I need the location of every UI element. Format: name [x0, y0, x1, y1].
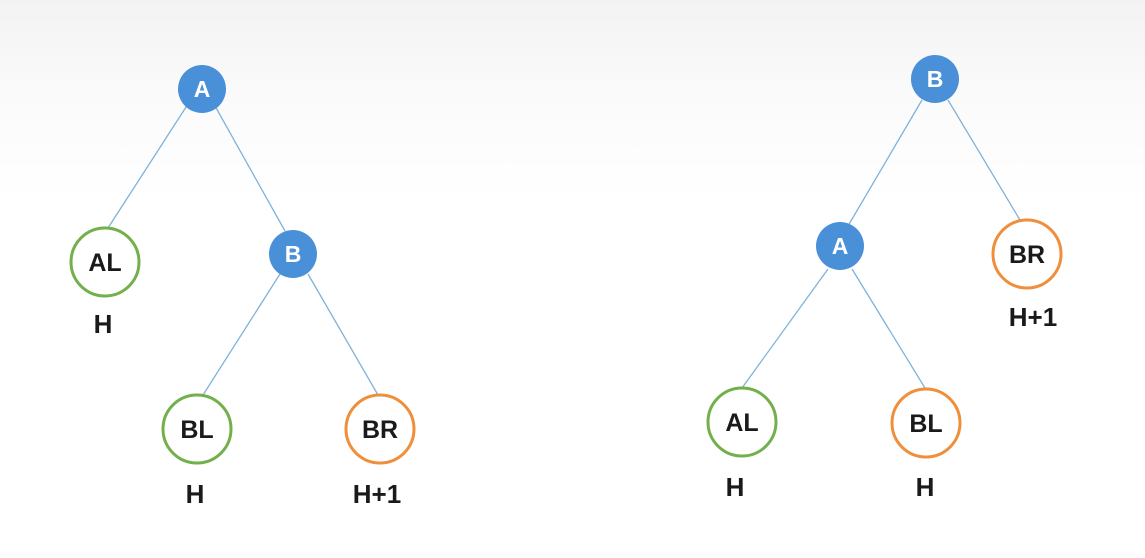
right-tree: B A BR H+1 AL H BL H	[706, 55, 1063, 502]
left-tree: A AL H B BL H BR H+1	[69, 65, 416, 509]
left-node-a-circle	[178, 65, 226, 113]
right-node-al-label: AL	[725, 409, 758, 437]
left-node-br: BR H+1	[344, 393, 416, 509]
right-node-b-label: B	[927, 66, 944, 92]
right-edge-b-a	[847, 99, 923, 227]
left-node-a: A	[178, 65, 226, 113]
right-node-al: AL H	[706, 386, 778, 502]
left-node-br-height: H+1	[353, 479, 401, 509]
right-node-b: B	[911, 55, 959, 103]
right-edge-a-bl	[851, 268, 926, 389]
left-node-al-height: H	[94, 309, 113, 339]
right-node-bl-label: BL	[909, 410, 942, 438]
right-node-al-height: H	[726, 472, 745, 502]
right-node-bl: BL H	[890, 387, 962, 502]
right-edge-b-br	[947, 99, 1021, 221]
left-edge-b-bl	[202, 273, 281, 396]
left-node-bl: BL H	[161, 393, 233, 509]
left-node-a-label: A	[194, 76, 211, 102]
left-node-bl-circle	[161, 393, 233, 465]
left-node-br-label: BR	[362, 416, 398, 444]
right-node-a-circle	[816, 222, 864, 270]
left-node-br-circle	[344, 393, 416, 465]
left-node-al: AL H	[69, 226, 141, 339]
right-node-al-circle	[706, 386, 778, 458]
right-node-a: A	[816, 222, 864, 270]
right-edge-a-al	[741, 268, 829, 389]
left-node-b-circle	[269, 230, 317, 278]
right-node-br: BR H+1	[991, 218, 1063, 332]
right-node-bl-height: H	[916, 472, 935, 502]
left-node-al-label: AL	[88, 249, 121, 277]
left-node-bl-height: H	[186, 479, 205, 509]
right-node-br-height: H+1	[1009, 302, 1057, 332]
left-node-al-circle	[69, 226, 141, 298]
right-node-a-label: A	[832, 233, 849, 259]
right-node-br-circle	[991, 218, 1063, 290]
right-node-bl-circle	[890, 387, 962, 459]
left-edge-a-b	[214, 105, 286, 232]
right-node-b-circle	[911, 55, 959, 103]
left-node-b-label: B	[285, 241, 302, 267]
right-node-br-label: BR	[1009, 241, 1045, 269]
left-node-b: B	[269, 230, 317, 278]
left-edge-b-br	[307, 273, 379, 396]
left-edge-a-al	[107, 103, 189, 229]
left-node-bl-label: BL	[180, 416, 213, 444]
